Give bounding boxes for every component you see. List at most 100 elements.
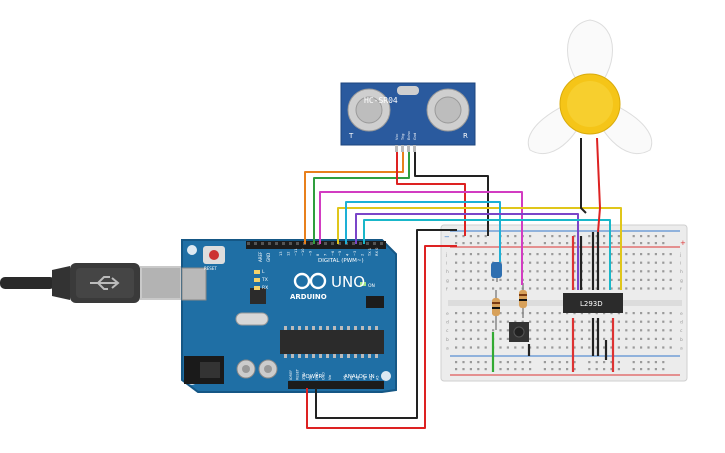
breadboard-hole (506, 261, 509, 264)
breadboard-hole (543, 253, 546, 256)
breadboard-hole (588, 320, 591, 323)
row-letter: c (446, 329, 449, 334)
breadboard-hole (662, 337, 665, 340)
breadboard-hole (477, 261, 480, 264)
breadboard-hole (521, 320, 524, 323)
analog-pin-label: A1 (350, 376, 354, 380)
breadboard-hole (529, 261, 532, 264)
breadboard-hole (484, 253, 487, 256)
breadboard-hole (573, 270, 576, 273)
breadboard-hole (617, 253, 620, 256)
breadboard-hole (566, 270, 569, 273)
breadboard-hole (558, 329, 561, 332)
breadboard-hole (580, 337, 583, 340)
breadboard-hole (603, 346, 606, 349)
breadboard-hole (551, 270, 554, 273)
breadboard-hole (484, 278, 487, 281)
breadboard-hole (529, 361, 532, 364)
breadboard-hole (588, 235, 591, 238)
breadboard-hole (588, 242, 591, 245)
analog-pin-label: A5 (376, 376, 380, 380)
breadboard-hole (551, 337, 554, 340)
breadboard-hole (462, 368, 465, 371)
breadboard-hole (669, 270, 672, 273)
breadboard-hole (455, 242, 458, 245)
breadboard-hole (654, 235, 657, 238)
breadboard-hole (529, 278, 532, 281)
breadboard-hole (514, 361, 517, 364)
breadboard-hole (462, 287, 465, 290)
pushbutton-icon[interactable] (509, 322, 529, 342)
breadboard-hole (603, 261, 606, 264)
breadboard-hole (558, 361, 561, 364)
breadboard-hole (462, 337, 465, 340)
breadboard-hole (499, 361, 502, 364)
breadboard-hole (551, 235, 554, 238)
breadboard-hole (462, 270, 465, 273)
breadboard-hole (588, 346, 591, 349)
digital-pin-label: ~10 (301, 248, 305, 256)
breadboard-hole (469, 278, 472, 281)
breadboard-hole (588, 278, 591, 281)
breadboard-hole (573, 261, 576, 264)
breadboard-hole (551, 320, 554, 323)
breadboard-hole (543, 235, 546, 238)
breadboard-hole (610, 361, 613, 364)
breadboard-hole (536, 261, 539, 264)
breadboard-hole (603, 312, 606, 315)
breadboard-hole (654, 361, 657, 364)
breadboard-hole (632, 361, 635, 364)
breadboard-hole (617, 346, 620, 349)
breadboard-hole (484, 270, 487, 273)
breadboard-hole (610, 270, 613, 273)
breadboard-hole (484, 235, 487, 238)
breadboard-hole (506, 346, 509, 349)
breadboard-hole (647, 312, 650, 315)
breadboard-hole (455, 346, 458, 349)
breadboard-hole (558, 270, 561, 273)
breadboard-hole (647, 337, 650, 340)
breadboard-hole (558, 346, 561, 349)
breadboard-hole (617, 337, 620, 340)
breadboard-hole (499, 329, 502, 332)
breadboard-hole (625, 287, 628, 290)
breadboard-hole (647, 253, 650, 256)
capacitor-icon (491, 262, 502, 282)
breadboard-hole (610, 368, 613, 371)
breadboard-hole (610, 337, 613, 340)
breadboard-hole (529, 253, 532, 256)
breadboard-hole (640, 329, 643, 332)
breadboard-hole (566, 287, 569, 290)
breadboard-hole (455, 235, 458, 238)
sensor-t-mark: T (348, 132, 354, 140)
breadboard-hole (603, 320, 606, 323)
breadboard-hole (536, 278, 539, 281)
breadboard-hole (551, 361, 554, 364)
breadboard-hole (484, 329, 487, 332)
breadboard-hole (469, 346, 472, 349)
breadboard-hole (662, 329, 665, 332)
breadboard-hole (632, 346, 635, 349)
breadboard-hole (514, 270, 517, 273)
breadboard-hole (617, 312, 620, 315)
breadboard-hole (529, 368, 532, 371)
breadboard-hole (603, 235, 606, 238)
row-letter: h (446, 269, 449, 275)
breadboard-hole (484, 261, 487, 264)
breadboard-hole (566, 329, 569, 332)
breadboard-hole (662, 320, 665, 323)
row-letter: f (680, 286, 682, 292)
breadboard-hole (647, 346, 650, 349)
breadboard-hole (566, 337, 569, 340)
breadboard-hole (603, 278, 606, 281)
breadboard-hole (484, 320, 487, 323)
row-letter: i (680, 261, 681, 267)
breadboard-hole (492, 287, 495, 290)
breadboard-hole (499, 337, 502, 340)
breadboard-hole (662, 368, 665, 371)
breadboard-hole (647, 361, 650, 364)
breadboard-hole (625, 337, 628, 340)
breadboard-hole (536, 287, 539, 290)
resistor-icon-2 (519, 283, 527, 318)
